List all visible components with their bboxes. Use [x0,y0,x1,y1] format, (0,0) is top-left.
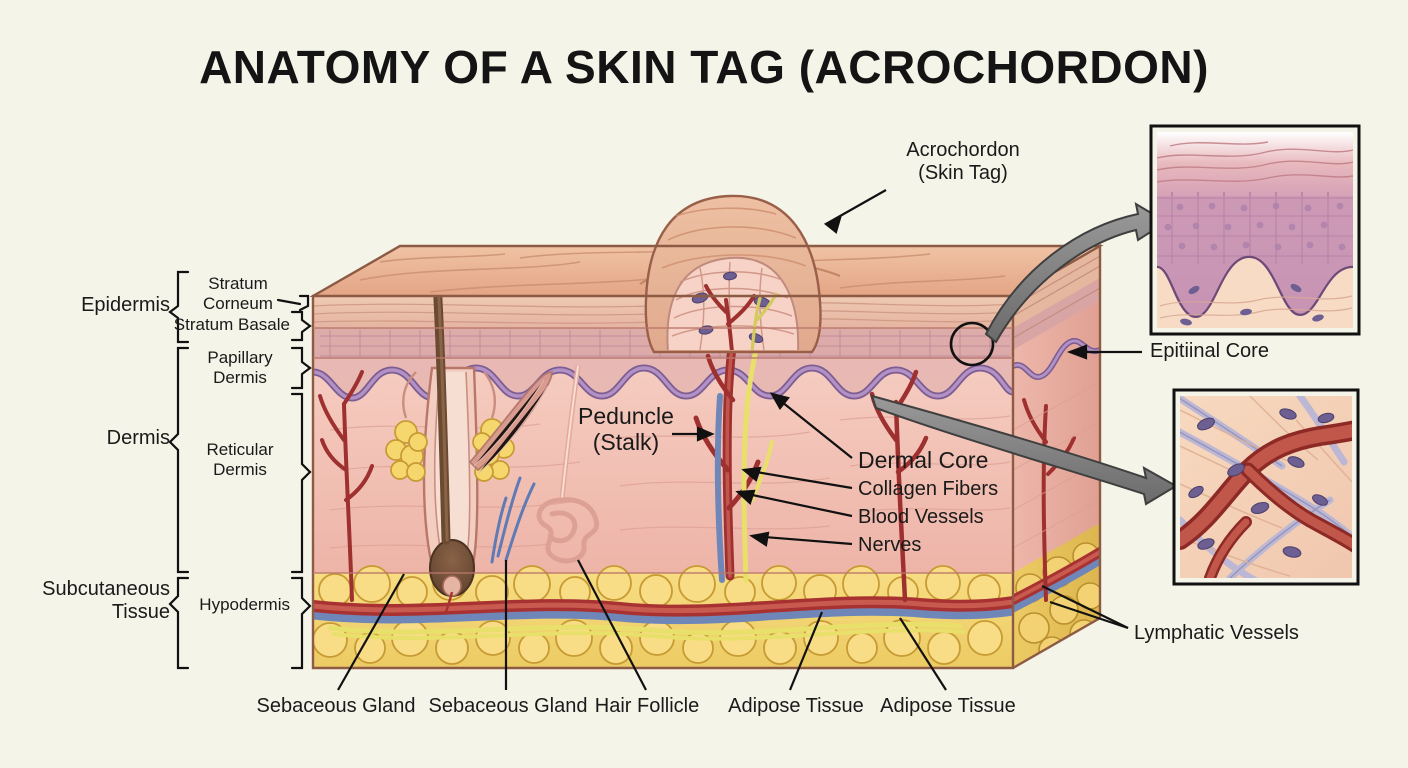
callout-collagen-fibers: Collagen Fibers [858,478,999,500]
bottom-label-sebaceous-gland-2: Sebaceous Gland [428,695,588,717]
layer-label-hypodermis: Hypodermis [199,595,290,614]
inset-source-marker [949,321,995,367]
callout-dermal-core: Dermal Core [858,447,989,473]
bottom-label-sebaceous-gland-1: Sebaceous Gland [256,695,416,717]
dermal-core-histology-inset [1172,388,1360,586]
sebaceous-gland-left [385,420,428,482]
callout-lymphatic-vessels: Lymphatic Vessels [1134,622,1299,644]
skin-block-side-face [1013,246,1100,668]
layer-label-reticular-dermis: Reticular Dermis [206,440,274,479]
bottom-label-adipose-tissue-1: Adipose Tissue [728,695,864,717]
page-title: ANATOMY OF A SKIN TAG (ACROCHORDON) [199,41,1209,93]
layer-label-subcutaneous-tissue: Subcutaneous Tissue [42,578,170,623]
epithelial-histology-inset [1149,124,1361,336]
leader-lines [337,189,1142,691]
layer-label-papillary-dermis: Papillary Dermis [207,348,273,387]
magnifier-arrow-bottom [870,394,1178,506]
bottom-label-hair-follicle: Hair Follicle [594,695,700,717]
callout-epithelial-core: Epitiinal Core [1150,340,1269,362]
bottom-label-adipose-tissue-2: Adipose Tissue [880,695,1016,717]
callout-nerves: Nerves [858,534,922,556]
layer-label-dermis: Dermis [106,427,170,449]
layer-bracket-group [168,270,312,670]
callout-peduncle: Peduncle (Stalk) [578,403,674,455]
sweat-gland-coil [536,497,600,564]
callout-blood-vessels: Blood Vessels [858,506,984,528]
layer-label-stratum-basale: Stratum Basale [173,315,290,334]
layer-label-epidermis: Epidermis [81,294,170,316]
hair-follicle-main [422,296,479,613]
callout-acrochordon: Acrochordon (Skin Tag) [906,139,1020,184]
layer-label-stratum-corneum: Stratum Corneum [203,274,273,313]
